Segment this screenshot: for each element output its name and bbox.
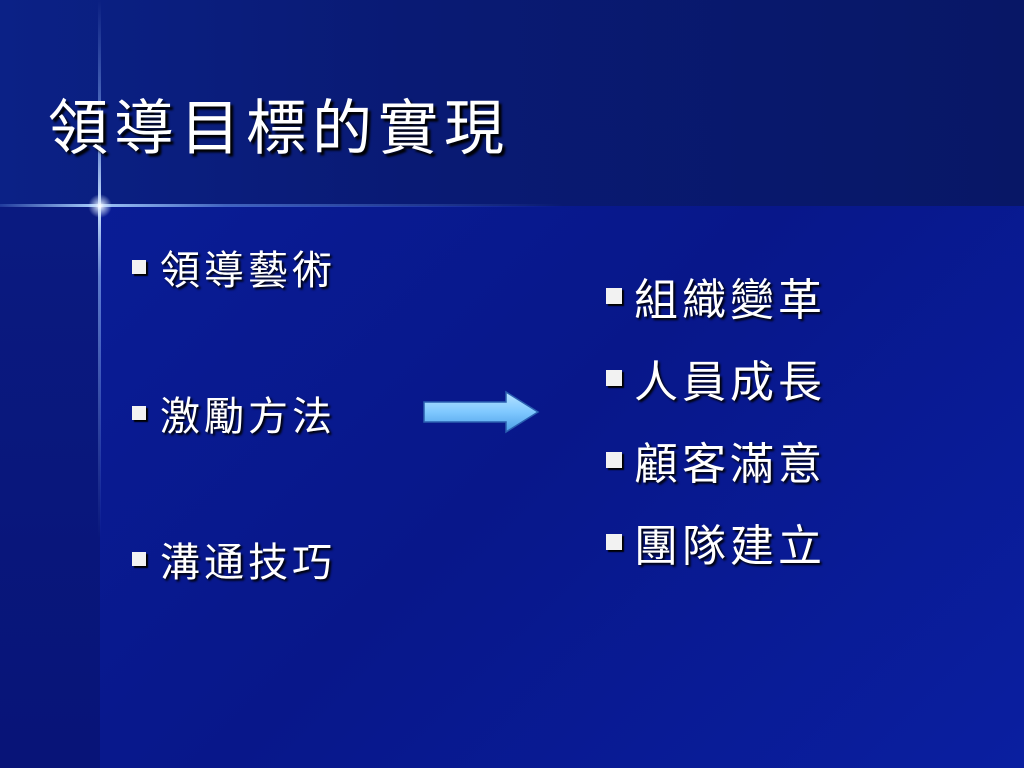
bullet-label: 組織變革 (634, 275, 826, 326)
bullet-label: 溝通技巧 (160, 540, 336, 586)
list-item: 顧客滿意 (606, 428, 826, 492)
list-item: 人員成長 (606, 346, 826, 410)
list-item: 溝通技巧 (132, 530, 336, 588)
square-bullet-icon (132, 406, 146, 420)
square-bullet-icon (606, 370, 622, 386)
list-item: 團隊建立 (606, 510, 826, 574)
title-band (0, 0, 1024, 206)
left-band (0, 206, 100, 768)
bullet-label: 激勵方法 (160, 394, 336, 440)
list-item: 組織變革 (606, 264, 826, 328)
horizontal-light-line (0, 204, 1024, 207)
slide-title: 領導目標的實現 (48, 94, 510, 164)
list-item: 領導藝術 (132, 238, 336, 296)
vertical-light-line (98, 0, 101, 768)
list-item: 激勵方法 (132, 384, 336, 442)
bullet-label: 顧客滿意 (634, 439, 826, 490)
square-bullet-icon (606, 534, 622, 550)
bullet-label: 人員成長 (634, 357, 826, 408)
square-bullet-icon (606, 288, 622, 304)
square-bullet-icon (132, 260, 146, 274)
square-bullet-icon (132, 552, 146, 566)
square-bullet-icon (606, 452, 622, 468)
bullet-label: 團隊建立 (634, 521, 826, 572)
right-arrow-icon (423, 390, 540, 434)
bullet-label: 領導藝術 (160, 248, 336, 294)
light-flare-icon (88, 194, 112, 218)
